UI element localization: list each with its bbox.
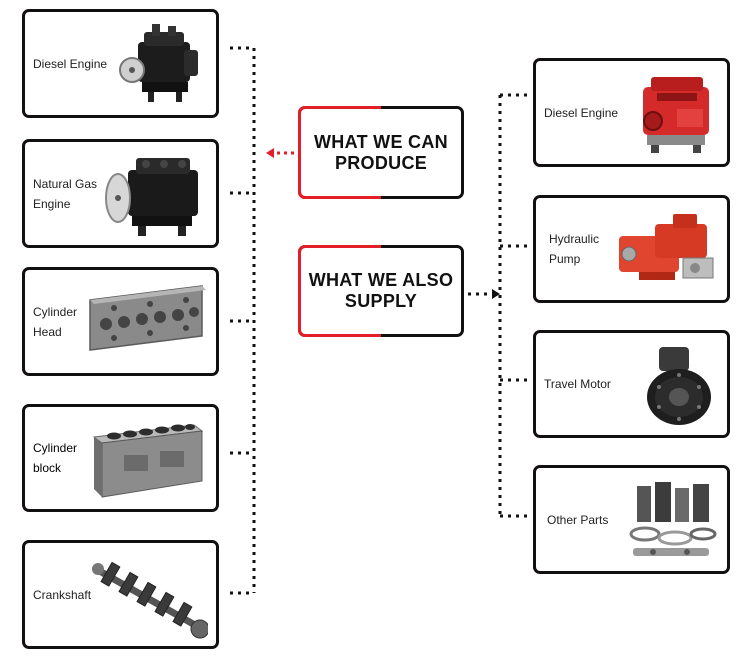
supply-label: Travel Motor: [544, 377, 611, 391]
diesel-engine-red-icon: [643, 77, 709, 153]
supply-card-travel-motor: Travel Motor: [533, 330, 730, 438]
supply-card-diesel-engine: Diesel Engine: [533, 58, 730, 167]
supply-connector: [462, 88, 534, 523]
produce-card-natural-gas-engine: Natural Gas Engine: [22, 139, 219, 248]
produce-card-cylinder-head: Cylinder Head: [22, 267, 219, 376]
travel-motor-icon: [647, 347, 711, 425]
produce-arrow: [266, 145, 298, 161]
supply-card-hydraulic-pump: Hydraulic Pump: [533, 195, 730, 303]
cylinder-block-icon: [92, 424, 204, 498]
supply-card-other-parts: Other Parts: [533, 465, 730, 574]
cylinder-head-icon: [89, 285, 206, 351]
produce-connector: [228, 40, 308, 600]
supply-label: Hydraulic Pump: [549, 232, 600, 266]
produce-label: Cylinder Head: [33, 304, 78, 339]
produce-card-cylinder-block: Cylinder block: [22, 404, 219, 512]
hydraulic-pump-icon: [619, 214, 714, 280]
supply-title: WHAT WE ALSO SUPPLY: [308, 270, 454, 311]
produce-card-diesel-engine: Diesel Engine: [22, 9, 219, 118]
other-parts-icon: [629, 482, 717, 556]
produce-card-crankshaft: Crankshaft: [22, 540, 219, 649]
supply-label: Other Parts: [547, 512, 609, 527]
produce-label: Cylinder block: [33, 441, 78, 475]
crankshaft-icon: [92, 561, 208, 639]
produce-label: Natural Gas Engine: [33, 176, 98, 211]
supply-title-card: WHAT WE ALSO SUPPLY: [298, 245, 464, 337]
produce-label: Crankshaft: [33, 587, 92, 602]
natural-gas-engine-icon: [105, 158, 198, 236]
produce-title: WHAT WE CAN PRODUCE: [314, 131, 448, 173]
produce-label: Diesel Engine: [33, 56, 108, 71]
produce-title-card: WHAT WE CAN PRODUCE: [298, 106, 464, 199]
diesel-engine-icon: [119, 24, 198, 102]
supply-label: Diesel Engine: [544, 105, 619, 120]
